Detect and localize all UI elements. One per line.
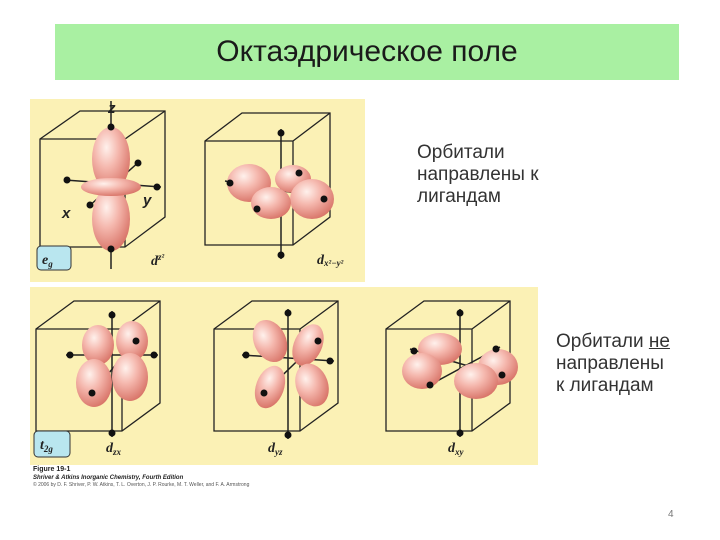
eg-description-line: лигандам (417, 186, 501, 207)
svg-text:eg: eg (42, 253, 53, 269)
t2g-diagram: t2g dzx dyz (33, 300, 518, 458)
title-banner: Октаэдрическое поле (55, 24, 679, 80)
orbital-dx2y2 (224, 129, 334, 259)
svg-text:t2g: t2g (40, 438, 53, 454)
eg-diagram: z x y eg dz² dx²−y² (36, 100, 344, 271)
t2g-label-box: t2g (33, 430, 71, 458)
orbital-dz2-label: dz² (151, 252, 165, 269)
eg-panel: z x y eg dz² dx²−y² (30, 99, 365, 282)
orbital-dxy (402, 309, 518, 437)
orbital-dxy-label: dxy (448, 441, 465, 457)
emphasis-not: не (648, 331, 670, 352)
orbital-dz2 (63, 101, 162, 269)
figure-number: Figure 19-1 (33, 466, 71, 473)
figure-caption: Figure 19-1 Shriver & Atkins Inorganic C… (33, 466, 293, 489)
page-number: 4 (668, 509, 674, 520)
orbital-dzx (66, 311, 158, 437)
axis-x-label: x (61, 205, 71, 222)
figure-credit: © 2006 by D. F. Shriver, P. W. Atkins, T… (33, 482, 250, 488)
axis-z-label: z (107, 100, 116, 117)
t2g-label-sub: 2g (43, 444, 54, 454)
t2g-description-line: направлены (556, 353, 664, 374)
orbital-dyz (241, 309, 335, 439)
eg-description-line: направлены к (417, 164, 539, 185)
orbital-dx2y2-label: dx²−y² (317, 253, 344, 268)
t2g-description: Орбитали не направлены к лигандам (556, 331, 716, 397)
eg-label: e (42, 253, 48, 268)
eg-description-line: Орбитали (417, 142, 505, 163)
orbital-dyz-label: dyz (268, 441, 283, 457)
axis-y-label: y (142, 192, 152, 209)
eg-description: Орбитали направлены к лигандам (417, 142, 617, 208)
t2g-panel: t2g dzx dyz (30, 287, 538, 465)
eg-label-box: eg (36, 245, 72, 271)
figure-source: Shriver & Atkins Inorganic Chemistry, Fo… (33, 475, 184, 481)
eg-label-sub: g (47, 259, 53, 269)
page-title: Октаэдрическое поле (216, 35, 518, 68)
t2g-label: t (40, 438, 45, 453)
t2g-description-line: к лигандам (556, 375, 654, 396)
orbital-dzx-label: dzx (106, 441, 122, 457)
t2g-description-line: Орбитали не (556, 331, 670, 352)
